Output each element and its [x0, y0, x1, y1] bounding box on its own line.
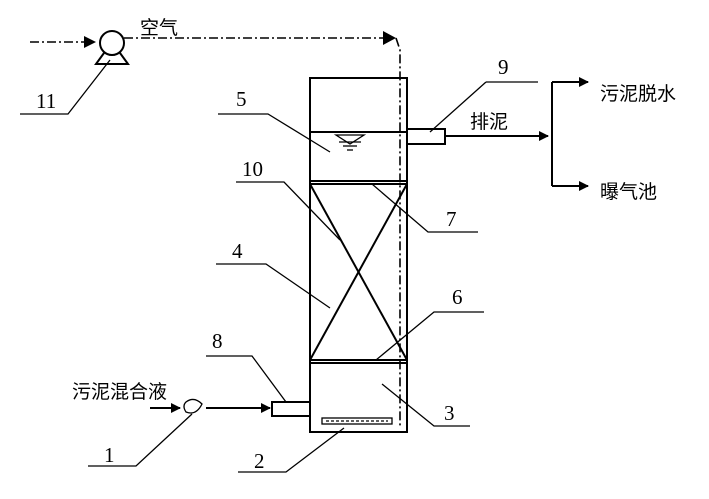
- inlet-pipe: [271, 401, 311, 417]
- leader-6: [375, 311, 484, 361]
- leader-4: [216, 263, 331, 309]
- label-4: 4: [232, 239, 243, 263]
- packing-cross-b: [309, 183, 408, 361]
- air-inlet-arrow: [84, 36, 96, 48]
- leader-8: [206, 355, 287, 403]
- label-7: 7: [446, 207, 457, 231]
- aeration-tank-label: 曝气池: [600, 181, 657, 203]
- label-3: 3: [444, 401, 455, 425]
- outlet-pipe: [406, 128, 446, 145]
- label-10: 10: [242, 157, 263, 181]
- leader-10: [236, 181, 341, 241]
- label-2: 2: [254, 449, 265, 473]
- water-level-symbol: [333, 134, 367, 151]
- label-5: 5: [236, 87, 247, 111]
- leader-3: [381, 383, 470, 427]
- mixture-label: 污泥混合液: [72, 381, 167, 403]
- reactor-column: [309, 77, 408, 433]
- leader-5: [218, 113, 331, 153]
- label-9: 9: [498, 55, 509, 79]
- leader-9: [429, 81, 487, 133]
- air-label: 空气: [140, 17, 178, 39]
- label-1: 1: [104, 443, 115, 467]
- aerator: [321, 417, 393, 425]
- leader-11: [20, 59, 111, 115]
- blower: [94, 30, 130, 65]
- air-down-pipe: [395, 37, 401, 428]
- dewatering-label: 污泥脱水: [600, 83, 676, 105]
- label-8: 8: [212, 329, 223, 353]
- leader-2: [238, 427, 345, 473]
- air-main-arrow: [383, 31, 396, 45]
- leader-7: [371, 183, 478, 233]
- label-11: 11: [36, 89, 56, 113]
- inlet-pump: [183, 398, 203, 414]
- sludge-discharge-label: 排泥: [470, 111, 508, 133]
- label-6: 6: [452, 285, 463, 309]
- leader-1: [88, 413, 193, 467]
